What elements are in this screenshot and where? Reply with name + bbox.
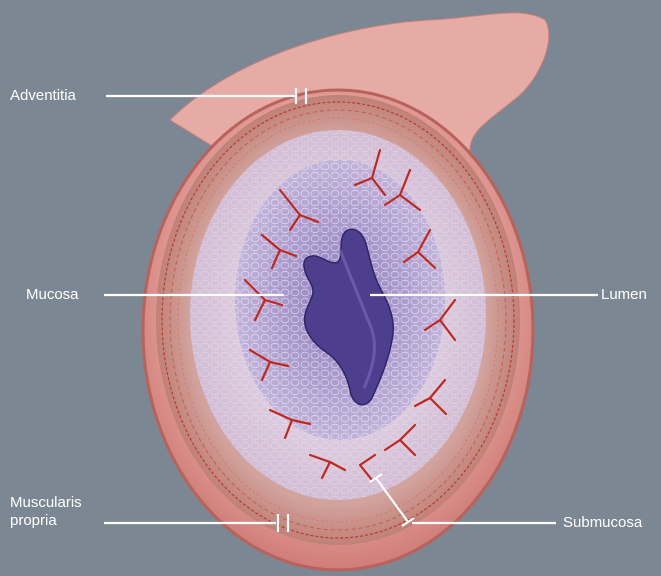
- label-muscularis-propria: Muscularis propria: [10, 494, 82, 530]
- label-mucosa: Mucosa: [26, 286, 79, 304]
- label-lumen: Lumen: [601, 286, 647, 304]
- label-submucosa: Submucosa: [563, 514, 642, 532]
- label-adventitia: Adventitia: [10, 87, 76, 105]
